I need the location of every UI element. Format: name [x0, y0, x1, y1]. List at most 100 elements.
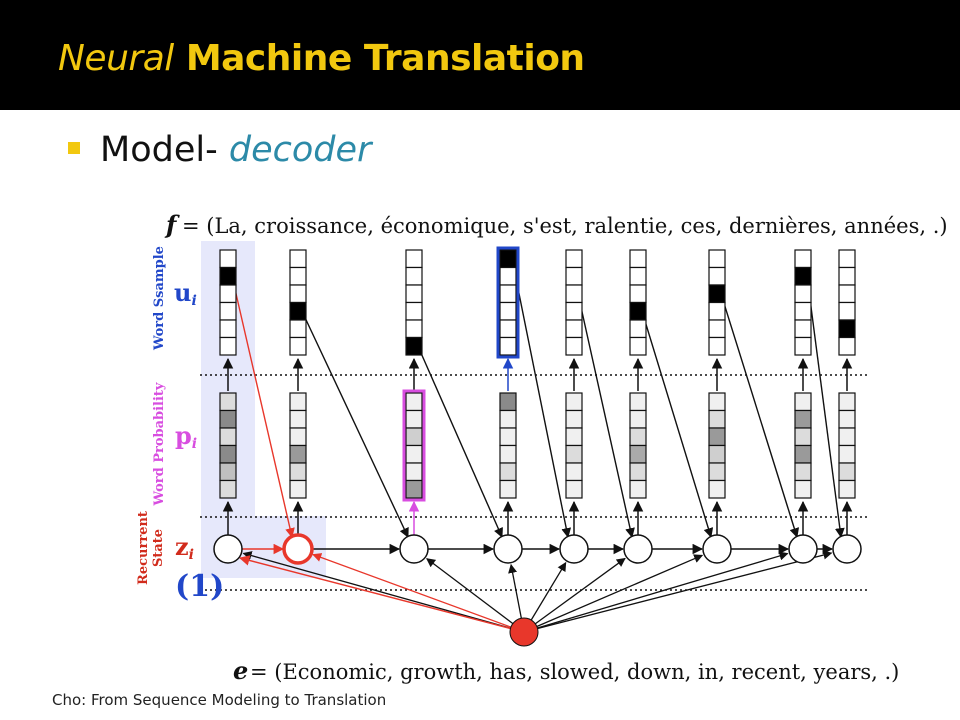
- probability-cell: [565, 392, 583, 412]
- probability-cell: [219, 427, 237, 447]
- slide-title: Neural Machine Translation: [58, 38, 585, 79]
- probability-cell: [289, 409, 307, 429]
- state-node: [213, 534, 243, 564]
- sample-cell: [405, 336, 423, 356]
- state-node: [399, 534, 429, 564]
- sample-to-state-arrow: [720, 293, 800, 538]
- sample-cell: [629, 249, 647, 269]
- sample-cell: [629, 301, 647, 321]
- probability-cell: [794, 409, 812, 429]
- probability-cell: [708, 409, 726, 429]
- probability-cell: [499, 392, 517, 412]
- probability-cell: [838, 444, 856, 464]
- sample-cell: [219, 336, 237, 356]
- probability-cell: [629, 444, 647, 464]
- sample-cell: [708, 301, 726, 321]
- probability-cell: [708, 444, 726, 464]
- sample-cell: [794, 284, 812, 304]
- e-sentence: = (Economic, growth, has, slowed, down, …: [250, 660, 899, 684]
- source-arrow: [242, 551, 525, 633]
- source-arrow: [523, 554, 704, 633]
- title-bold: Machine Translation: [185, 38, 585, 79]
- sample-cell: [405, 249, 423, 269]
- sample-cell: [405, 301, 423, 321]
- probability-cell: [794, 427, 812, 447]
- probability-cell: [405, 427, 423, 447]
- sample-cell: [565, 249, 583, 269]
- probability-cell: [838, 462, 856, 482]
- sample-cell: [289, 301, 307, 321]
- sample-cell: [794, 319, 812, 339]
- sample-cell: [838, 336, 856, 356]
- state-node: [493, 534, 523, 564]
- state-node: [623, 534, 653, 564]
- sample-cell: [499, 301, 517, 321]
- sample-cell: [838, 249, 856, 269]
- probability-cell: [838, 392, 856, 412]
- probability-cell: [289, 444, 307, 464]
- sample-to-state-arrow: [806, 276, 845, 538]
- probability-cell: [629, 392, 647, 412]
- state-node: [559, 534, 589, 564]
- sample-cell: [794, 266, 812, 286]
- word-vectors: [219, 246, 856, 502]
- context-node: [509, 617, 539, 647]
- probability-cell: [708, 462, 726, 482]
- sample-cell: [838, 284, 856, 304]
- sample-cell: [219, 319, 237, 339]
- state-node: [788, 534, 818, 564]
- sample-to-state-arrow: [417, 345, 503, 538]
- probability-cell: [629, 427, 647, 447]
- probability-cell: [708, 392, 726, 412]
- probability-cell: [794, 444, 812, 464]
- probability-cell: [565, 427, 583, 447]
- sample-cell: [499, 319, 517, 339]
- probability-cell: [794, 392, 812, 412]
- sample-cell: [708, 266, 726, 286]
- sample-cell: [405, 284, 423, 304]
- state-nodes: [213, 533, 862, 647]
- probability-cell: [405, 409, 423, 429]
- probability-cell: [405, 444, 423, 464]
- sample-cell: [289, 336, 307, 356]
- probability-cell: [289, 479, 307, 499]
- probability-cell: [565, 479, 583, 499]
- probability-cell: [565, 462, 583, 482]
- bullet-text: Model- decoder: [100, 130, 371, 170]
- sample-cell: [708, 336, 726, 356]
- sample-cell: [629, 336, 647, 356]
- bullet-square-icon: [68, 142, 80, 154]
- probability-cell: [289, 462, 307, 482]
- sample-cell: [499, 336, 517, 356]
- state-node: [702, 534, 732, 564]
- sample-cell: [838, 301, 856, 321]
- probability-cell: [405, 392, 423, 412]
- sample-cell: [629, 266, 647, 286]
- probability-cell: [219, 392, 237, 412]
- probability-cell: [565, 409, 583, 429]
- sample-cell: [289, 319, 307, 339]
- probability-cell: [838, 409, 856, 429]
- probability-cell: [289, 427, 307, 447]
- probability-cell: [219, 462, 237, 482]
- sample-cell: [405, 266, 423, 286]
- e-label: e: [233, 656, 248, 685]
- sample-to-state-arrow: [577, 293, 635, 538]
- f-sentence: = (La, croissance, économique, s'est, ra…: [182, 214, 948, 238]
- sample-cell: [219, 249, 237, 269]
- probability-cell: [629, 409, 647, 429]
- source-arrow: [523, 550, 833, 633]
- sample-cell: [565, 266, 583, 286]
- sample-to-state-arrow: [511, 258, 572, 538]
- probability-cell: [289, 392, 307, 412]
- connection-arrows: [222, 258, 853, 633]
- word-probability-label: Word Probability: [152, 382, 167, 506]
- citation-caption: Cho: From Sequence Modeling to Translati…: [52, 691, 387, 709]
- sample-to-state-arrow: [301, 310, 409, 538]
- sample-cell: [499, 266, 517, 286]
- sample-cell: [708, 284, 726, 304]
- sample-cell: [499, 249, 517, 269]
- probability-cell: [794, 462, 812, 482]
- probability-cell: [794, 479, 812, 499]
